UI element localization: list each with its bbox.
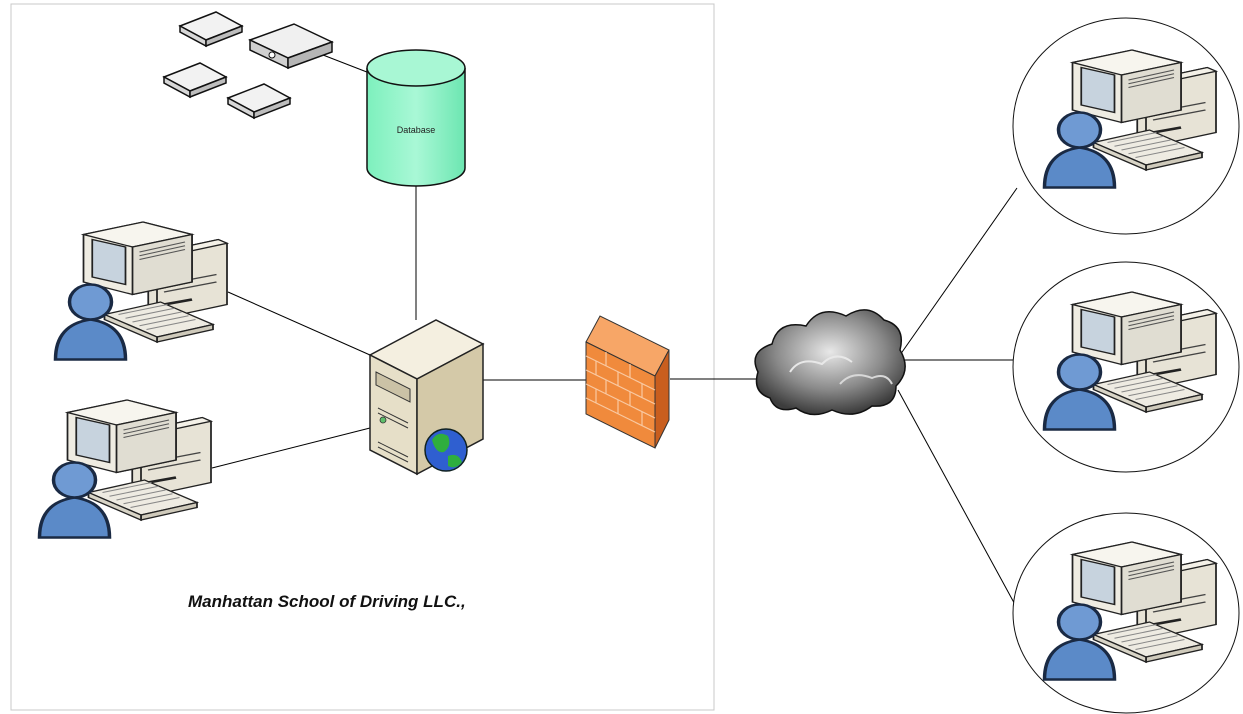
database-label: Database [397,125,436,135]
workstation-user-icon [37,398,213,540]
switch-icon [163,11,334,119]
remote-client [1012,261,1240,473]
firewall-icon [585,315,670,449]
remote-client [1012,17,1240,235]
connector-lines [211,54,1019,611]
web-server-icon [368,319,485,476]
internet-cloud-icon [754,309,906,416]
remote-client [1012,512,1240,714]
site-boundary [10,3,715,711]
workstation-user-icon [53,220,229,362]
database-icon: Database [366,49,466,187]
diagram-caption: Manhattan School of Driving LLC., [188,592,466,611]
